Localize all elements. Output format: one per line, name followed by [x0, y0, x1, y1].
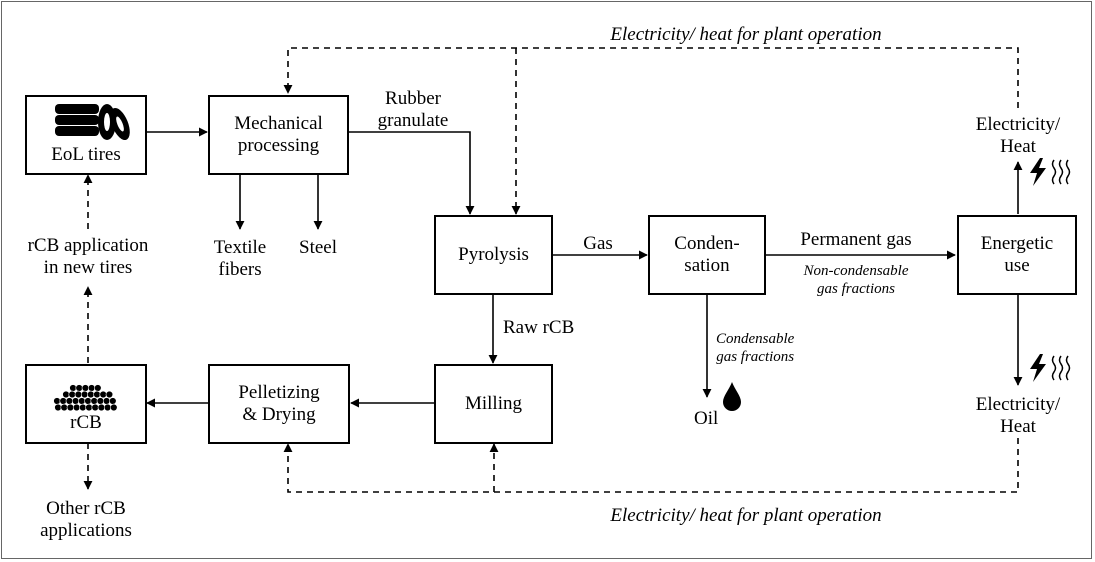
eol-tires-box: EoL tires — [25, 95, 147, 175]
milling-box: Milling — [434, 364, 553, 444]
pelletizing-label-line1: Pelletizing — [238, 382, 320, 403]
electricity-heat-up-line1: Electricity/ — [975, 114, 1061, 135]
mechanical-label-line1: Mechanical — [234, 113, 323, 134]
electricity-heat-down-label: Electricity/ Heat — [976, 394, 1060, 438]
permanent-gas-label: Permanent gas — [800, 229, 912, 250]
lightning-icon — [1030, 158, 1046, 186]
raw-rcb-label: Raw rCB — [503, 317, 575, 338]
energetic-label-line2: use — [1004, 255, 1030, 276]
rubber-granulate-label: Rubber granulate — [378, 88, 449, 132]
dashed-bottom-loop — [283, 438, 1019, 493]
eol-tires-label: EoL tires — [51, 144, 121, 165]
mechanical-processing-box: Mechanical processing — [208, 95, 349, 175]
steel-label: Steel — [299, 237, 337, 258]
tire-stack-icon — [55, 104, 130, 141]
non-condensable-label: Non-condensable gas fractions — [804, 262, 909, 298]
rcb-label: rCB — [70, 412, 102, 433]
textile-fibers-label: Textile fibers — [214, 237, 266, 281]
electricity-heat-down-line1: Electricity/ — [975, 394, 1061, 415]
oil-label: Oil — [694, 408, 719, 429]
rubber-granulate-line1: Rubber — [385, 88, 441, 109]
carbon-pellets-icon — [53, 384, 118, 412]
electricity-heat-top-label: Electricity/ heat for plant operation — [610, 24, 882, 45]
pyrolysis-label: Pyrolysis — [458, 244, 529, 265]
non-condensable-line2: gas fractions — [817, 281, 895, 297]
condensation-label-line2: sation — [684, 255, 730, 276]
other-rcb-label: Other rCB applications — [40, 498, 132, 542]
electricity-heat-up-line2: Heat — [1000, 136, 1036, 157]
energetic-label-line1: Energetic — [980, 233, 1054, 254]
pyrolysis-box: Pyrolysis — [434, 215, 553, 295]
electricity-heat-down-line2: Heat — [1000, 416, 1036, 437]
rcb-new-tires-label: rCB application in new tires — [28, 235, 149, 279]
heat-waves-icon — [1051, 159, 1071, 185]
condensable-label: Condensable gas fractions — [716, 330, 794, 366]
pelletizing-label-line2: & Drying — [242, 404, 316, 425]
electricity-heat-bottom-label: Electricity/ heat for plant operation — [610, 505, 882, 526]
textile-fibers-line2: fibers — [218, 259, 262, 280]
other-rcb-line1: Other rCB — [46, 498, 126, 519]
milling-label: Milling — [464, 393, 522, 414]
non-condensable-line1: Non-condensable — [803, 263, 909, 279]
mechanical-label-line2: processing — [237, 135, 320, 156]
oil-drop-icon — [723, 382, 741, 411]
electricity-heat-up-label: Electricity/ Heat — [976, 114, 1060, 158]
textile-fibers-line1: Textile — [213, 237, 267, 258]
condensation-box: Conden- sation — [648, 215, 766, 295]
lightning-icon — [1030, 354, 1046, 382]
heat-waves-icon — [1051, 355, 1071, 381]
condensable-line1: Condensable — [716, 331, 795, 347]
pelletizing-box: Pelletizing & Drying — [208, 364, 350, 444]
rubber-granulate-line2: granulate — [377, 110, 449, 131]
gas-label: Gas — [583, 233, 613, 254]
rcb-new-tires-line1: rCB application — [27, 235, 149, 256]
condensation-label-line1: Conden- — [674, 233, 740, 254]
condensable-line2: gas fractions — [716, 349, 795, 365]
other-rcb-line2: applications — [40, 520, 132, 541]
rcb-box: rCB — [25, 364, 147, 444]
energetic-use-box: Energetic use — [957, 215, 1077, 295]
arrow-granulate-to-pyrolysis — [349, 131, 475, 215]
rcb-new-tires-line2: in new tires — [43, 257, 133, 278]
